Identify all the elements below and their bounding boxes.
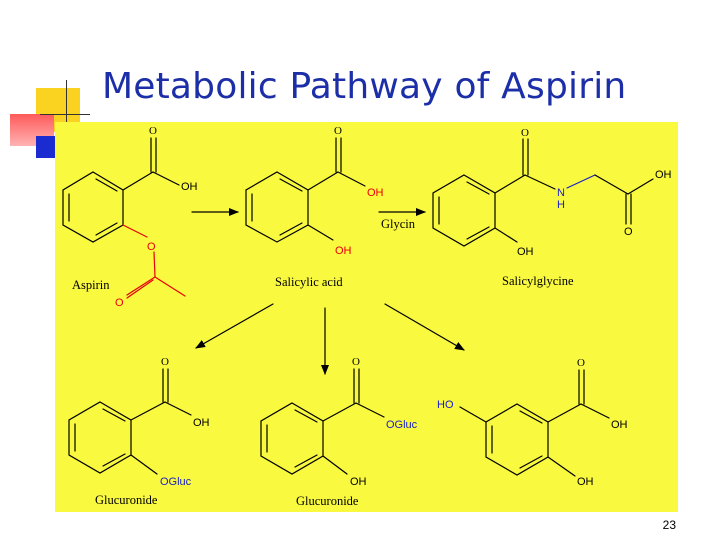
gentisic-phenol-oh: OH xyxy=(577,476,594,488)
arrow-to-glucuronide-1 xyxy=(195,303,274,349)
salicylglycine-structure xyxy=(432,138,654,247)
glycin-label: Glycin xyxy=(381,217,416,231)
glucuronide-1-oh: OH xyxy=(193,417,210,429)
salicylglycine-carbonyl-o: O xyxy=(521,127,529,139)
aspirin-name: Aspirin xyxy=(72,278,110,292)
salicylic-acid-structure xyxy=(245,137,366,243)
salicylglycine-phenol-oh: OH xyxy=(517,246,534,258)
accent-vertical-line xyxy=(66,80,67,162)
salicylglycine-acid-oh: OH xyxy=(655,169,672,181)
salicylic-acid-oh: OH xyxy=(367,187,384,199)
arrow-to-gentisic-acid xyxy=(384,303,465,351)
glucuronide-1-structure xyxy=(68,368,192,475)
pathway-panel: O OH O O O OH OH O N H OH O OH O OH OGlu… xyxy=(55,122,678,512)
glucuronide-1-carbonyl-o: O xyxy=(161,356,169,368)
salicylglycine-acid-o: O xyxy=(624,226,633,238)
glucuronide-2-structure xyxy=(260,368,385,475)
gentisic-acid-structure xyxy=(459,369,610,477)
glucuronide-2-ogluc: OGluc xyxy=(386,419,418,431)
aspirin-structure xyxy=(62,137,186,299)
glucuronide-1-ogluc: OGluc xyxy=(160,476,192,488)
gentisic-acid-oh: OH xyxy=(611,419,628,431)
slide-number: 23 xyxy=(662,518,676,532)
salicylglycine-n: N xyxy=(557,187,565,199)
gentisic-carbonyl-o: O xyxy=(577,357,585,369)
salicylglycine-name: Salicylglycine xyxy=(502,274,574,288)
salicylic-phenol-oh: OH xyxy=(335,245,352,257)
glucuronide-1-name: Glucuronide xyxy=(95,493,158,507)
glucuronide-2-carbonyl-o: O xyxy=(352,356,360,368)
glucuronide-2-name: Glucuronide xyxy=(296,494,359,508)
salicylglycine-h: H xyxy=(557,199,565,211)
gentisic-ho: HO xyxy=(437,399,454,411)
aspirin-oh: OH xyxy=(181,181,198,193)
slide-title: Metabolic Pathway of Aspirin xyxy=(102,66,627,107)
salicylic-acid-name: Salicylic acid xyxy=(275,275,343,289)
aspirin-ester-o: O xyxy=(147,241,156,253)
salicylic-carbonyl-o: O xyxy=(334,125,342,137)
accent-horizontal-line xyxy=(40,114,90,115)
aspirin-acetyl-o: O xyxy=(115,297,124,309)
pathway-diagram: O OH O O O OH OH O N H OH O OH O OH OGlu… xyxy=(62,125,672,508)
glucuronide-2-oh: OH xyxy=(350,476,367,488)
aspirin-carbonyl-o: O xyxy=(149,125,157,137)
